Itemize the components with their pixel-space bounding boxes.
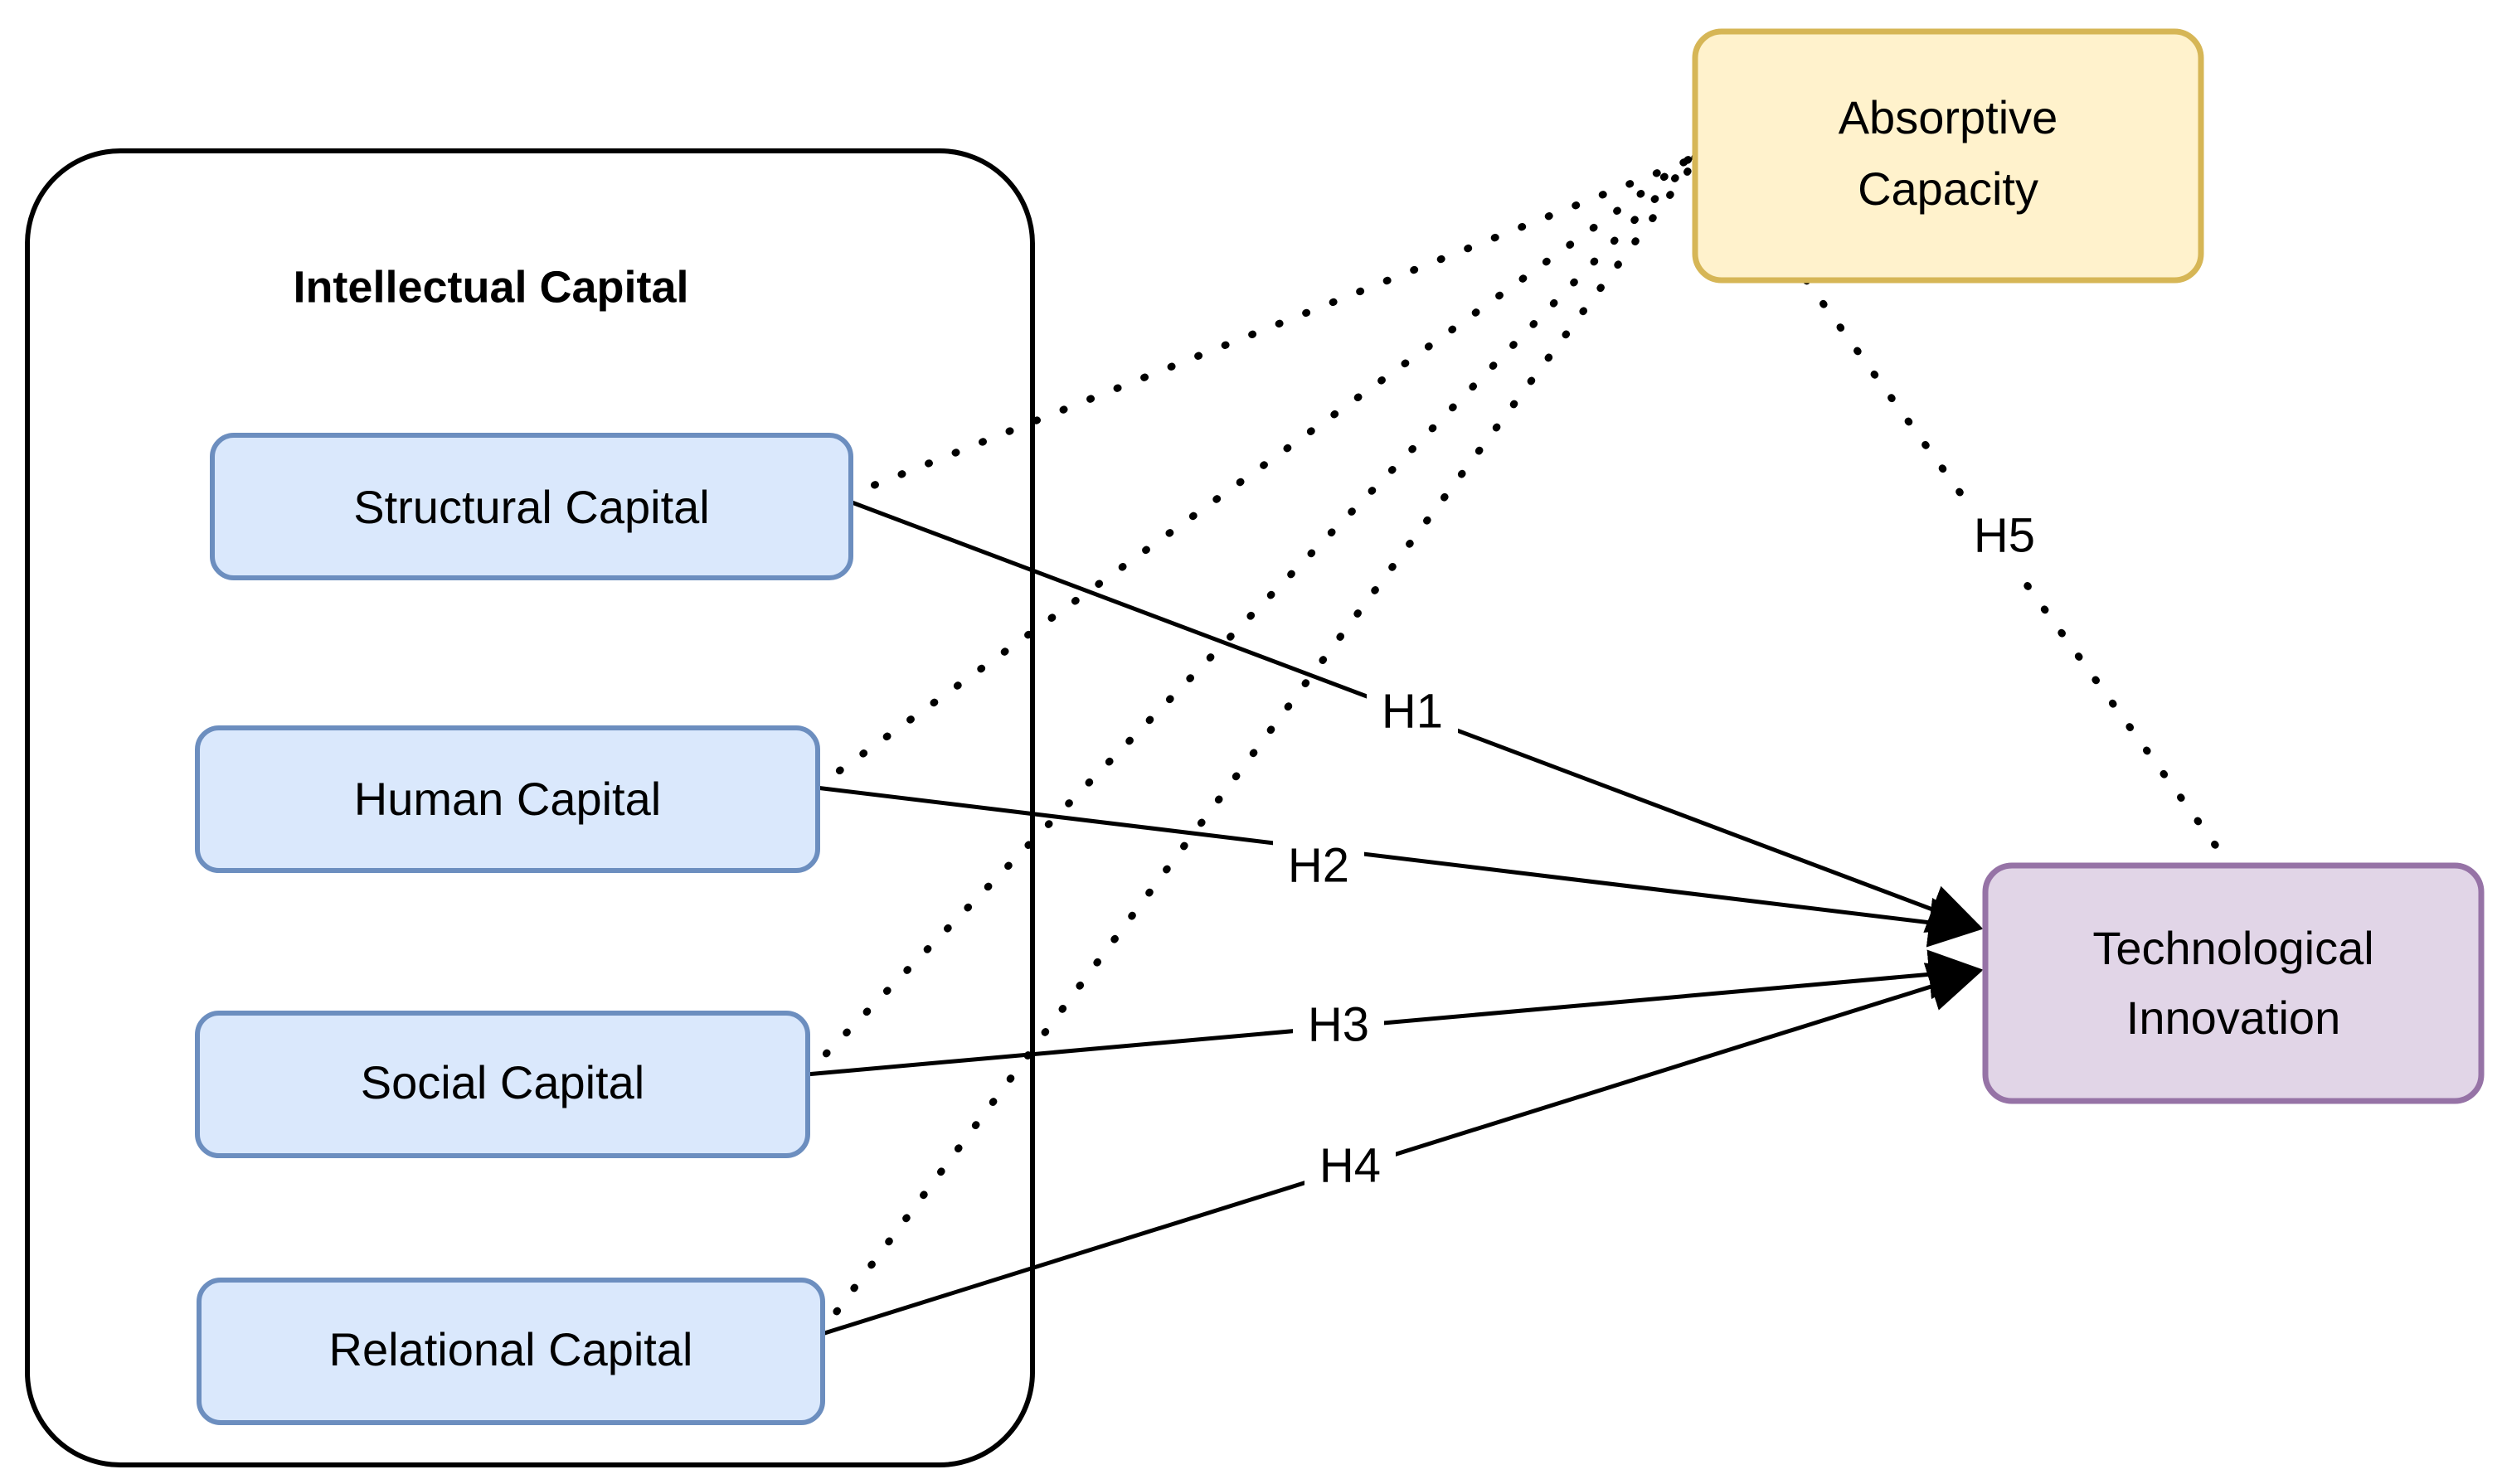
relational-capital-box[interactable] [197,1278,825,1425]
edge-social-to-absorptive [802,153,1699,1079]
absorptive-capacity-box[interactable] [1692,28,2204,284]
h2-label: H2 [1288,838,1349,892]
absorptive-capacity-label-line2: Capacity [1858,162,2038,215]
intellectual-capital-container [25,148,1035,1467]
node-structural-capital[interactable]: Structural Capital [210,433,853,580]
h1-label-backdrop [1367,680,1458,743]
human-capital-box[interactable] [195,725,820,873]
edge-label-h1: H1 [1367,680,1458,743]
h3-label-backdrop [1293,993,1384,1056]
h3-label: H3 [1308,997,1369,1051]
edge-h2-human-to-innovation [815,785,1983,948]
social-capital-box[interactable] [195,1011,810,1158]
edge-structural-to-absorptive [843,155,1696,500]
edge-h4-relational-to-innovation [819,963,1983,1337]
h5-label: H5 [1974,508,2035,562]
technological-innovation-box[interactable] [1982,862,2485,1104]
edge-label-h3: H3 [1293,993,1384,1056]
node-absorptive-capacity[interactable]: Absorptive Capacity [1692,28,2204,284]
edge-h5-absorptive-to-innovation [1802,276,2237,873]
node-human-capital[interactable]: Human Capital [195,725,820,873]
node-relational-capital[interactable]: Relational Capital [197,1278,825,1425]
h5-label-backdrop [1959,504,2050,567]
edge-label-h5: H5 [1959,504,2050,567]
technological-innovation-label-line1: Technological [2092,922,2373,974]
edge-h3-social-to-innovation [805,949,1983,1077]
human-capital-label: Human Capital [354,773,661,825]
edge-human-to-absorptive [812,152,1698,792]
absorptive-capacity-label-line1: Absorptive [1839,91,2058,143]
social-capital-label: Social Capital [361,1056,644,1108]
structural-capital-box[interactable] [210,433,853,580]
h4-label: H4 [1319,1138,1381,1192]
technological-innovation-label-line2: Innovation [2126,992,2340,1044]
h4-label-backdrop [1304,1134,1396,1197]
edge-relational-to-absorptive [815,155,1701,1339]
node-social-capital[interactable]: Social Capital [195,1011,810,1158]
h1-label: H1 [1382,684,1443,738]
node-technological-innovation[interactable]: Technological Innovation [1982,862,2485,1104]
relational-capital-label: Relational Capital [329,1323,693,1375]
group-title: Intellectual Capital [293,262,688,312]
edge-label-h4: H4 [1304,1134,1396,1197]
edge-label-h2: H2 [1273,834,1364,897]
structural-capital-label: Structural Capital [353,481,710,533]
h2-label-backdrop [1273,834,1364,897]
